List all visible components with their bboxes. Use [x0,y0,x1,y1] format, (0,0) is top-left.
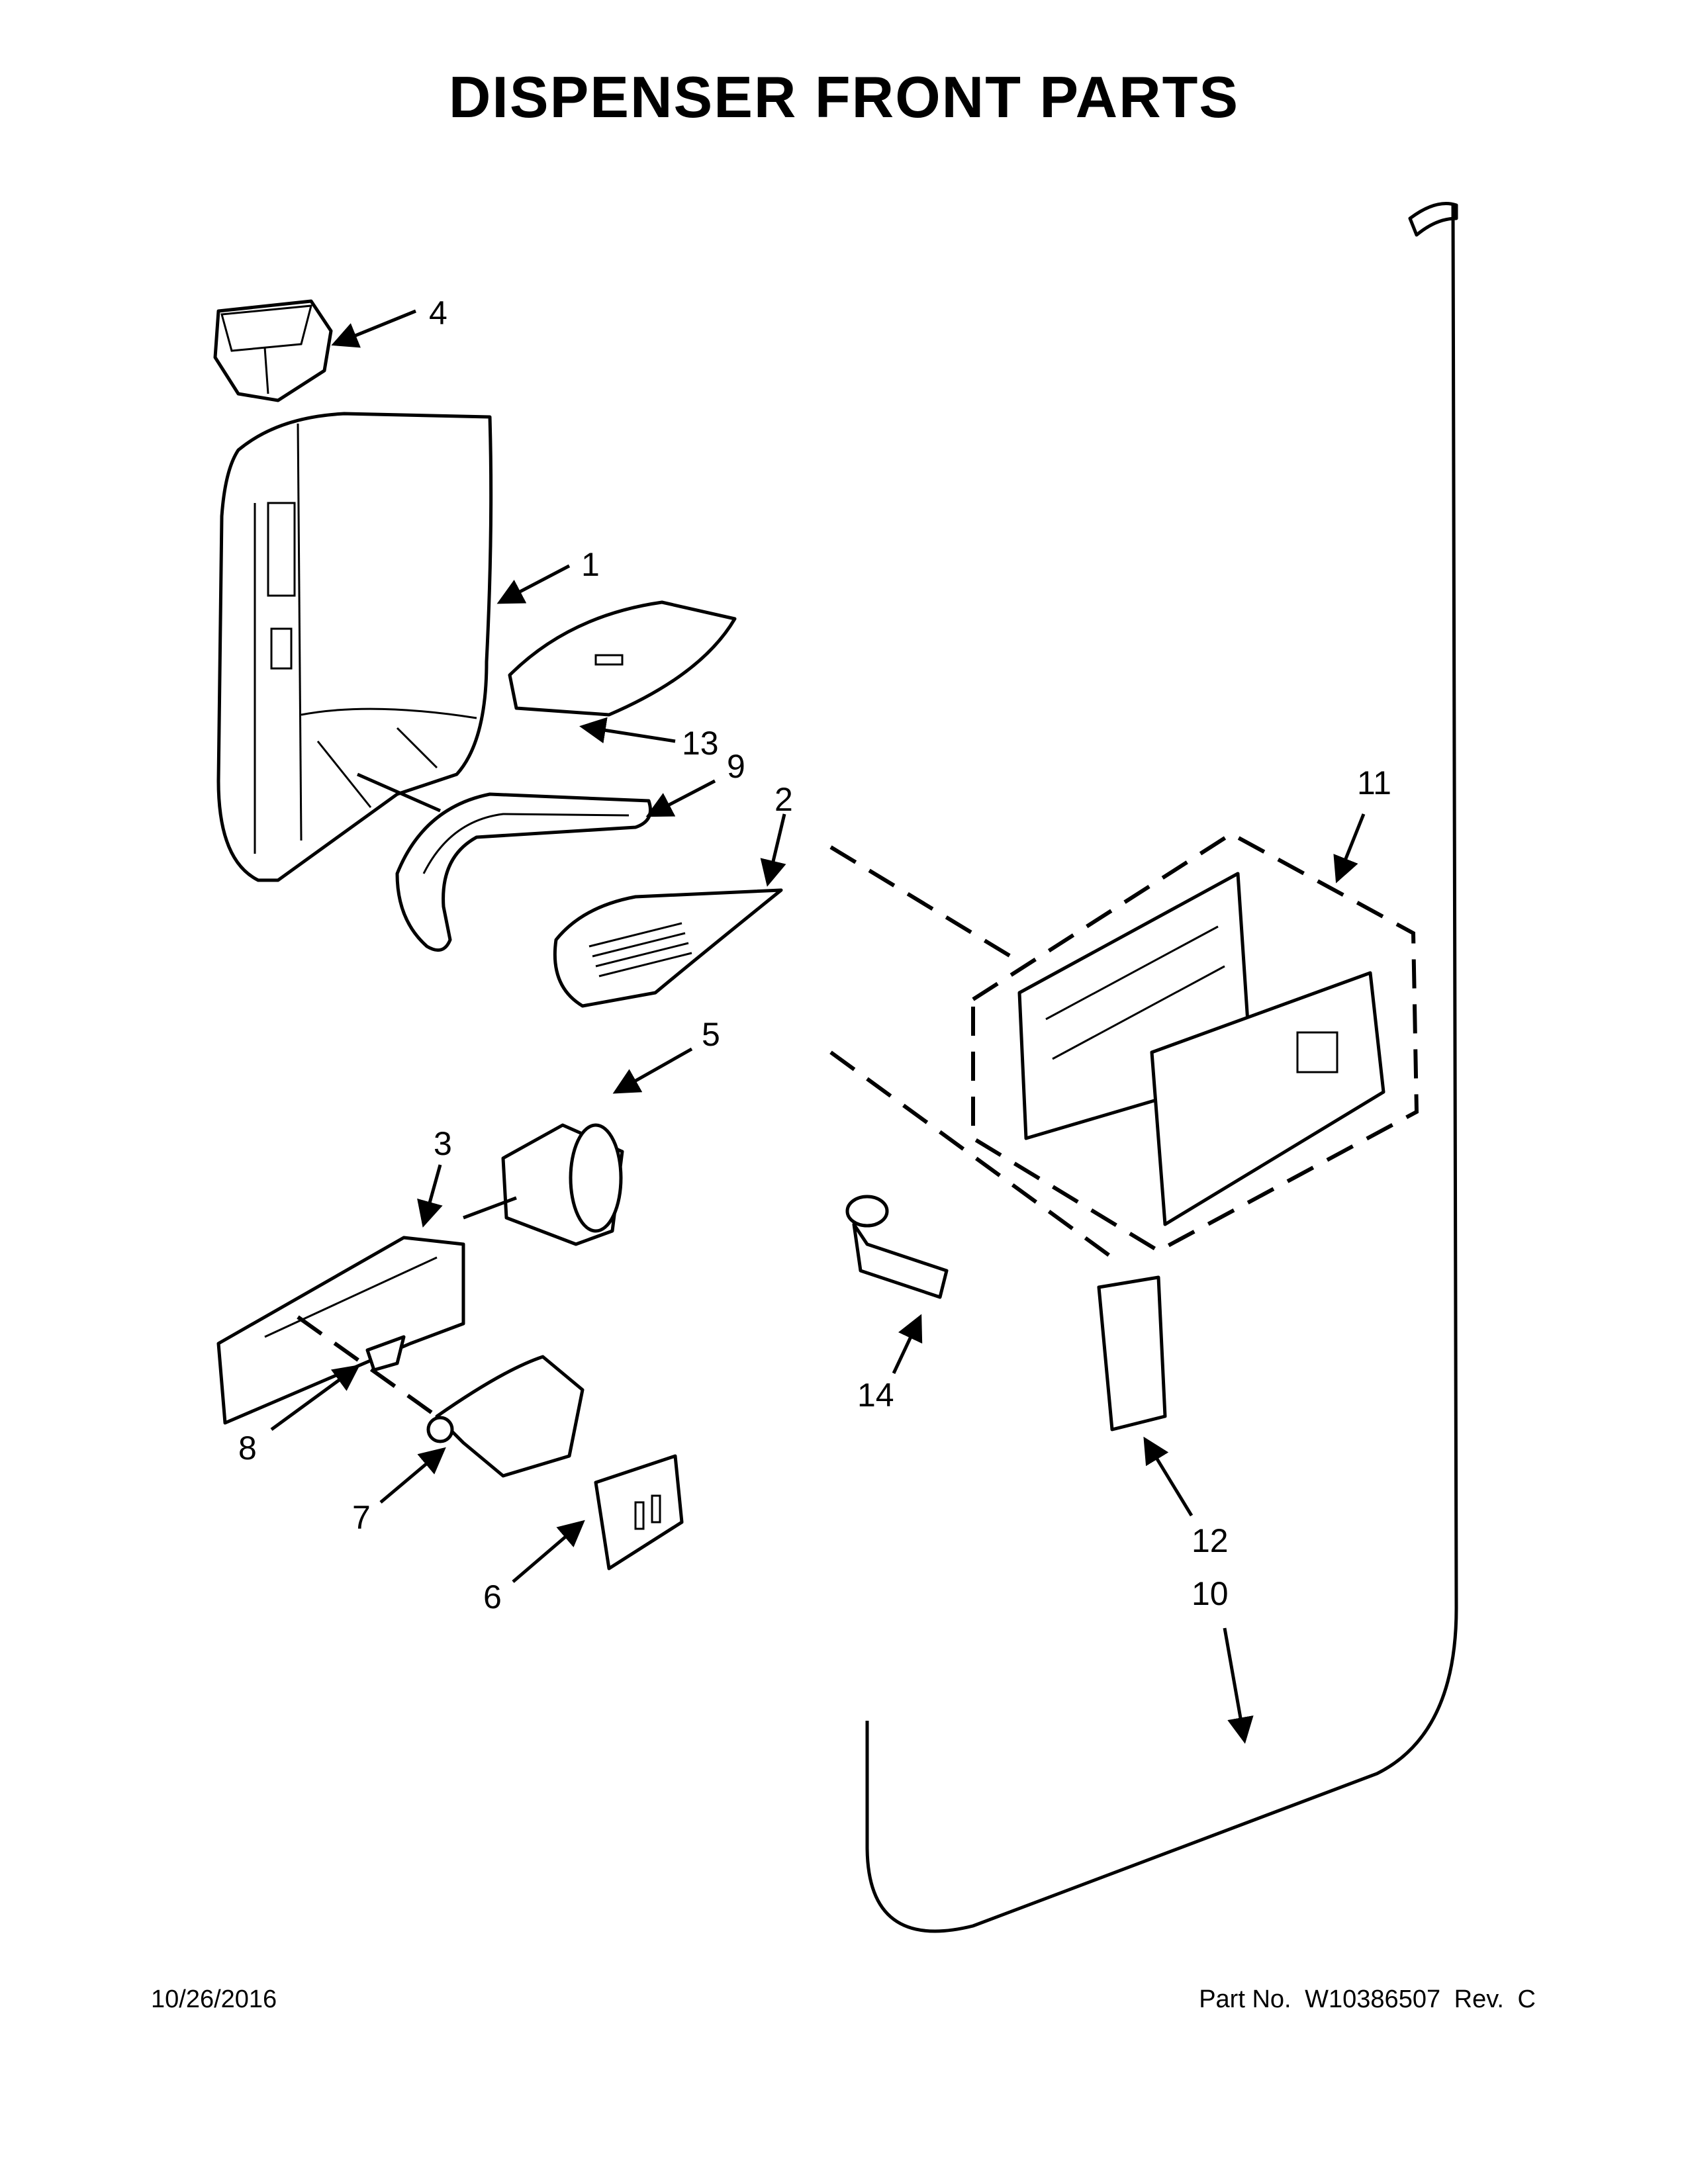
part-3-bracket [216,1236,465,1425]
reference-lines [297,772,1113,1418]
part-no-label: Part No. [1199,1985,1291,2013]
callout-7: 7 [352,1499,371,1536]
callout-1: 1 [581,546,600,583]
footer-part-number: Part No. W10386507 Rev. C [1192,1985,1536,2014]
part-9-frame [395,792,652,952]
part-4-cup [213,299,333,402]
rev-value: C [1517,1985,1536,2013]
part-10-tube [865,202,1458,1933]
part-8-screw [365,1335,406,1372]
leader-arrows [270,309,1366,1744]
callout-3: 3 [434,1125,452,1162]
callout-14: 14 [857,1377,894,1414]
part-1-housing [216,412,493,882]
callout-6: 6 [483,1578,502,1615]
part-11-control-panel [971,831,1419,1253]
part-2-grille [553,888,783,1008]
part-6-pad [594,1454,684,1570]
part-12-cap [1097,1275,1167,1432]
callout-5: 5 [702,1016,720,1053]
callout-4: 4 [429,295,447,332]
part-7-actuator [426,1355,585,1478]
part-14-fitting [845,1195,949,1299]
footer-date: 10/26/2016 [151,1985,277,2013]
page-title: DISPENSER FRONT PARTS [448,64,1240,130]
part-13-tray [508,600,737,717]
callout-10: 10 [1192,1575,1229,1612]
callout-9: 9 [727,748,745,785]
callout-11: 11 [1357,764,1391,801]
rev-label: Rev. [1454,1985,1504,2013]
part-no-value: W10386507 [1305,1985,1441,2013]
callout-12: 12 [1192,1522,1229,1559]
callout-2: 2 [774,781,793,818]
callout-13: 13 [682,725,719,762]
part-5-motor [501,1123,624,1246]
callout-8: 8 [238,1430,257,1467]
